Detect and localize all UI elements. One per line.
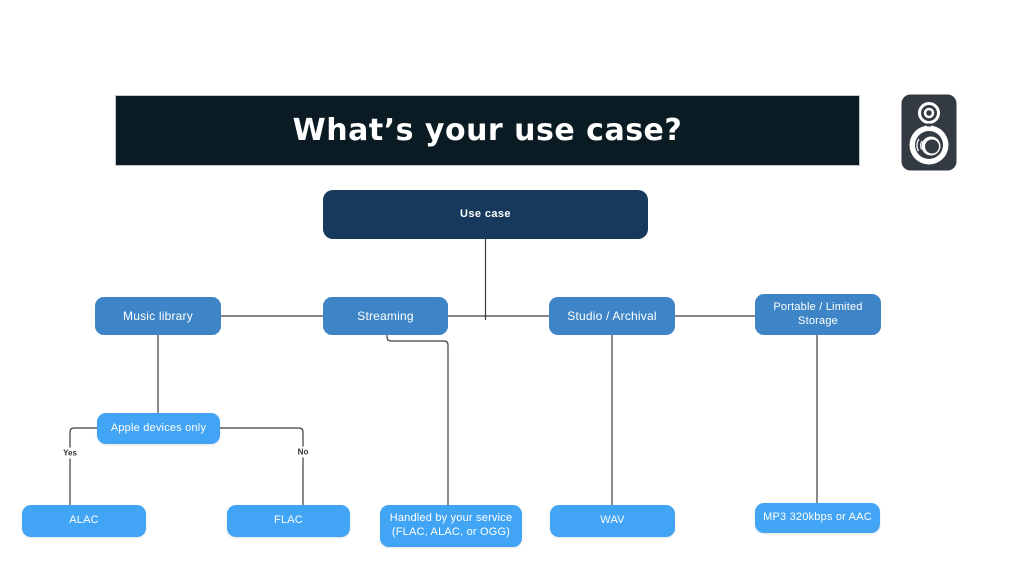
node-mp3-aac: MP3 320kbps or AAC (755, 503, 880, 533)
node-flac: FLAC (227, 505, 350, 537)
node-handled-by-service: Handled by your service (FLAC, ALAC, or … (380, 505, 522, 547)
connector-streaming-handled (386, 335, 449, 505)
node-apple-devices-only: Apple devices only (97, 413, 220, 444)
page-title: What’s your use case? (292, 113, 683, 148)
node-alac: ALAC (22, 505, 146, 537)
node-studio-archival: Studio / Archival (549, 297, 675, 335)
header-banner: What’s your use case? (115, 95, 860, 166)
edge-label-no: No (295, 446, 311, 458)
node-portable-limited-storage: Portable / Limited Storage (755, 294, 881, 335)
node-streaming: Streaming (323, 297, 448, 335)
speaker-icon (901, 94, 957, 171)
connector-yes (69, 427, 97, 505)
node-wav: WAV (550, 505, 675, 537)
node-use-case: Use case (323, 190, 648, 239)
connector-no (220, 427, 304, 505)
edge-label-yes: Yes (61, 447, 79, 459)
node-music-library: Music library (95, 297, 221, 335)
